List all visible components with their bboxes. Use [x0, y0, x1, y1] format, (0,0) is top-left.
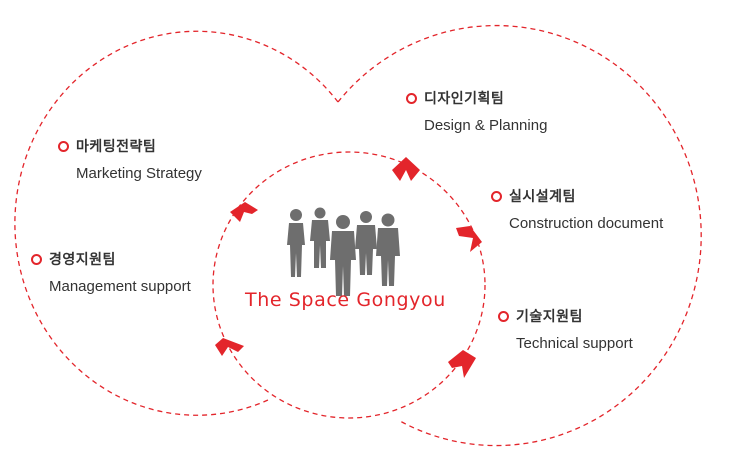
bullet-icon	[58, 140, 69, 152]
arrow-right-icon	[456, 226, 482, 252]
arrow-top-icon	[392, 157, 420, 181]
team-name-ko: 경영지원팀	[49, 252, 116, 268]
arrow-bottom-right-icon	[448, 350, 476, 378]
team-name-en: Management support	[49, 278, 191, 295]
arrow-left-icon	[230, 202, 258, 222]
bullet-icon	[498, 310, 509, 322]
bullet-icon	[406, 92, 417, 104]
bullet-icon	[31, 253, 42, 265]
team-technical-support: 기술지원팀 Technical support	[498, 306, 633, 352]
company-name: The Space Gongyou	[245, 289, 446, 311]
team-name-en: Construction document	[509, 215, 664, 232]
team-marketing-strategy: 마케팅전략팀 Marketing Strategy	[58, 136, 202, 182]
right-dashed-circle	[337, 24, 702, 447]
arrow-bottom-left-icon	[215, 338, 244, 356]
center-dashed-circle	[212, 151, 486, 419]
left-dashed-circle	[14, 30, 339, 416]
team-name-ko: 마케팅전략팀	[76, 139, 157, 155]
team-name-en: Marketing Strategy	[76, 165, 202, 182]
team-name-ko: 실시설계팀	[509, 189, 576, 205]
team-management-support: 경영지원팀 Management support	[31, 249, 191, 295]
team-construction-document: 실시설계팀 Construction document	[491, 186, 663, 232]
people-silhouettes-icon	[287, 207, 400, 296]
bullet-icon	[491, 190, 502, 202]
team-name-ko: 기술지원팀	[516, 309, 583, 325]
team-name-en: Design & Planning	[424, 117, 548, 134]
team-design-planning: 디자인기획팀 Design & Planning	[406, 88, 547, 134]
team-name-en: Technical support	[516, 335, 633, 352]
team-name-ko: 디자인기획팀	[424, 91, 505, 107]
